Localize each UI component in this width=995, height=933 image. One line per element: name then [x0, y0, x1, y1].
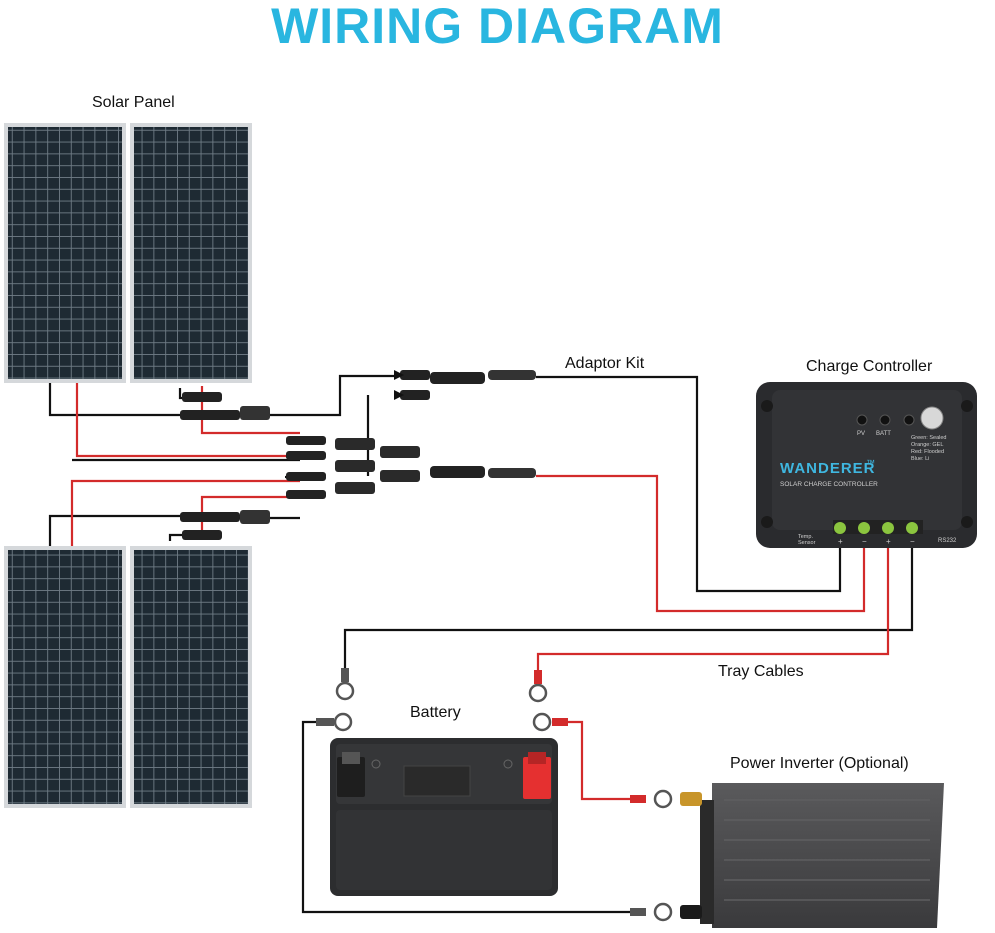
adaptor-kit-label: Adaptor Kit: [565, 355, 645, 372]
power-inverter-label: Power Inverter (Optional): [730, 755, 909, 772]
mode-button-icon: [920, 406, 944, 430]
negative-wires: [48, 374, 914, 914]
batt-label: BATT: [876, 431, 891, 437]
batt-minus-label: −: [910, 537, 915, 546]
tray-cables-label: Tray Cables: [718, 663, 804, 680]
controller-texts: WANDERER ™ SOLAR CHARGE CONTROLLER PV BA…: [780, 431, 957, 546]
controller-brand: WANDERER: [780, 460, 876, 477]
pv-minus-label: −: [862, 537, 867, 546]
terminal-green-icon: [834, 522, 846, 534]
pv-label: PV: [857, 431, 865, 437]
diagram-title: WIRING DIAGRAM: [271, 0, 724, 54]
solar-panel: [4, 546, 126, 808]
batt-plus-label: +: [886, 537, 891, 546]
terminal-green-icon: [882, 522, 894, 534]
pv-plus-label: +: [838, 537, 843, 546]
battery-type-legend-2: Red: Flooded: [911, 449, 944, 455]
battery: [330, 738, 558, 896]
solar-panel-array-top: [4, 123, 252, 383]
solar-panel: [130, 546, 252, 808]
battery-label: Battery: [410, 704, 461, 721]
temp-sensor-label-0: Temp.: [798, 534, 813, 540]
temp-sensor-label-1: Sensor: [798, 540, 816, 546]
negative-terminal-icon: [342, 752, 360, 764]
solar-panel-label: Solar Panel: [92, 94, 175, 111]
ring-terminal-icon: [528, 683, 548, 703]
solar-panel: [4, 123, 126, 383]
ring-terminals: [316, 668, 673, 922]
ring-terminal-icon: [532, 712, 552, 732]
ring-terminal-icon: [653, 789, 673, 809]
batt-led-icon: [879, 414, 891, 426]
negative-post-icon: [680, 905, 702, 919]
terminal-green-icon: [858, 522, 870, 534]
controller-subtitle: SOLAR CHARGE CONTROLLER: [780, 481, 878, 488]
charge-controller: [756, 382, 977, 548]
charge-controller-label: Charge Controller: [806, 358, 933, 375]
ring-terminal-icon: [333, 712, 353, 732]
battery-type-legend-1: Orange: GEL: [911, 442, 943, 448]
ring-terminal-icon: [653, 902, 673, 922]
ring-terminal-icon: [335, 681, 355, 701]
terminal-green-icon: [906, 522, 918, 534]
power-inverter: [680, 783, 944, 928]
mc4-connectors: [180, 370, 536, 540]
solar-panel-array-bottom: [4, 546, 252, 808]
controller-trademark: ™: [866, 458, 875, 468]
battery-type-legend-0: Green: Sealed: [911, 435, 946, 441]
load-led-icon: [903, 414, 915, 426]
solar-panel: [130, 123, 252, 383]
positive-terminal-icon: [523, 757, 551, 799]
battery-type-legend-3: Blue: Li: [911, 456, 929, 462]
rs232-label: RS232: [938, 538, 957, 544]
pv-led-icon: [856, 414, 868, 426]
positive-post-icon: [680, 792, 702, 806]
